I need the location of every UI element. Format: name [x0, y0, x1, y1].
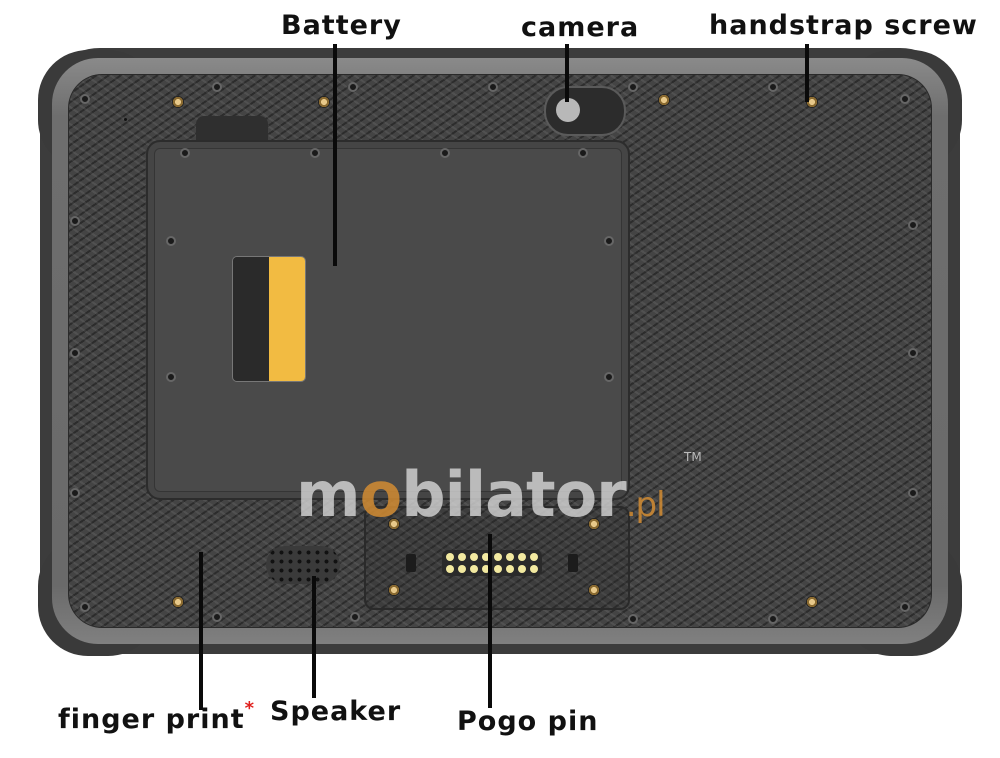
screw — [768, 82, 778, 92]
pogo-pin-icon — [446, 565, 454, 573]
label-pogo-pin: Pogo pin — [457, 706, 599, 737]
screw — [70, 348, 80, 358]
label-battery: Battery — [281, 10, 402, 41]
screw — [80, 94, 90, 104]
screw — [212, 612, 222, 622]
microphone-hole — [124, 118, 127, 121]
leader-battery — [333, 44, 337, 266]
footnote-asterisk: * — [244, 698, 256, 719]
pogo-pin-icon — [530, 553, 538, 561]
leader-pogo-pin — [488, 534, 492, 708]
label-camera: camera — [521, 12, 640, 43]
watermark-suffix: .pl — [625, 485, 666, 525]
battery-screw — [578, 148, 588, 158]
screw — [350, 612, 360, 622]
screw — [908, 348, 918, 358]
pogo-plate-screw — [388, 518, 400, 530]
leader-finger-print — [199, 552, 203, 710]
pogo-plate-screw — [588, 518, 600, 530]
brand-watermark: mobilator.pl — [296, 458, 666, 531]
pogo-pin-icon — [446, 553, 454, 561]
pogo-pin-icon — [518, 553, 526, 561]
pogo-pin-icon — [530, 565, 538, 573]
battery-screw — [166, 372, 176, 382]
label-finger-print: finger print* — [58, 698, 255, 735]
camera-lens-icon — [556, 98, 580, 122]
battery-screw — [310, 148, 320, 158]
handstrap-screw-icon — [806, 96, 818, 108]
label-handstrap-screw: handstrap screw — [709, 10, 978, 41]
screw — [70, 216, 80, 226]
pogo-pin-icon — [470, 565, 478, 573]
screw — [70, 488, 80, 498]
trademark-mark: TM — [684, 450, 702, 464]
watermark-power-o: o — [359, 458, 403, 531]
pogo-guide-slot — [568, 554, 578, 572]
pogo-pin-icon — [506, 565, 514, 573]
pogo-pin-icon — [494, 553, 502, 561]
screw — [768, 614, 778, 624]
screw — [900, 602, 910, 612]
battery-screw — [180, 148, 190, 158]
watermark-prefix: m — [296, 458, 361, 531]
battery-cover — [146, 140, 630, 500]
pogo-plate-screw — [588, 584, 600, 596]
label-speaker: Speaker — [270, 696, 402, 727]
battery-screw — [604, 236, 614, 246]
screw — [628, 82, 638, 92]
camera-module — [544, 86, 626, 136]
sim-label-sticker — [232, 256, 306, 382]
speaker-grille — [266, 546, 340, 584]
sim-label-yellow — [269, 257, 305, 381]
screw — [908, 488, 918, 498]
pogo-pin-icon — [458, 553, 466, 561]
battery-pull-tab — [196, 116, 268, 144]
pogo-plate-screw — [388, 584, 400, 596]
handstrap-screw-icon — [172, 96, 184, 108]
watermark-rest: bilator — [401, 458, 627, 531]
finger-print-text: finger print — [58, 704, 245, 735]
pogo-pin-icon — [482, 553, 490, 561]
battery-screw — [166, 236, 176, 246]
leader-handstrap-screw — [805, 44, 809, 102]
screw — [348, 82, 358, 92]
pogo-guide-slot — [406, 554, 416, 572]
screw — [908, 220, 918, 230]
leader-speaker — [312, 576, 316, 698]
pogo-pin-icon — [470, 553, 478, 561]
battery-screw — [604, 372, 614, 382]
battery-screw — [440, 148, 450, 158]
screw — [80, 602, 90, 612]
pogo-pin-icon — [506, 553, 514, 561]
handstrap-screw-icon — [806, 596, 818, 608]
sim-label-dark — [233, 257, 269, 381]
pogo-pin-icon — [518, 565, 526, 573]
pogo-pin-icon — [494, 565, 502, 573]
handstrap-screw-icon — [172, 596, 184, 608]
handstrap-screw-icon — [658, 94, 670, 106]
screw — [628, 614, 638, 624]
pogo-pin-connector — [442, 550, 542, 576]
handstrap-screw-icon — [318, 96, 330, 108]
pogo-pin-icon — [458, 565, 466, 573]
pogo-pin-icon — [482, 565, 490, 573]
leader-camera — [565, 44, 569, 102]
screw — [488, 82, 498, 92]
screw — [212, 82, 222, 92]
screw — [900, 94, 910, 104]
